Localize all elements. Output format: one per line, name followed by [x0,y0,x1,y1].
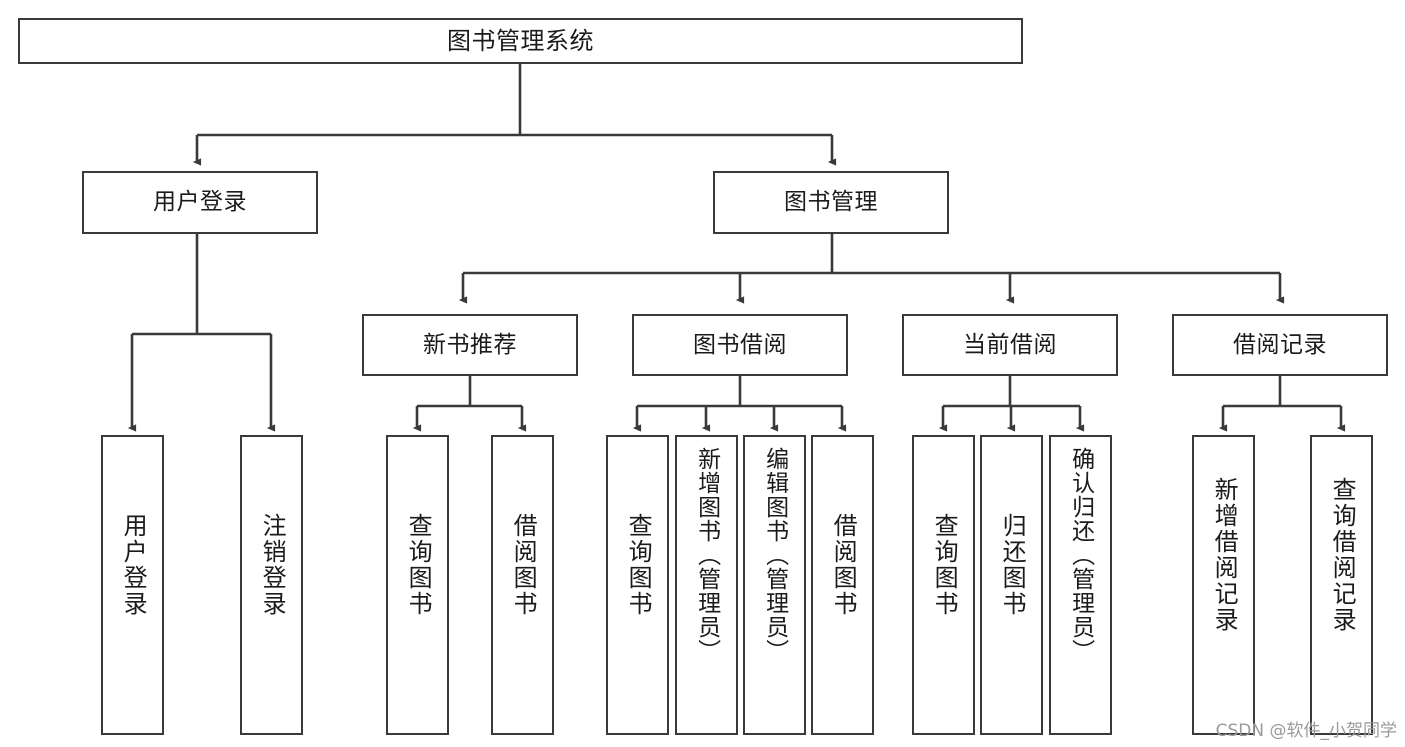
node-label: 当前借阅 [963,331,1057,358]
node-label: 编辑图书（管理员） [761,447,788,663]
node-label: 借阅图书 [509,513,538,617]
node-label: 图书管理系统 [447,27,594,55]
leaf-edit-book-admin[interactable]: 编辑图书（管理员） [743,435,806,735]
node-new-book-recommendation[interactable]: 新书推荐 [362,314,578,376]
node-label: 借阅图书 [829,513,858,617]
leaf-confirm-return-admin[interactable]: 确认归还（管理员） [1049,435,1112,735]
leaf-add-book-admin[interactable]: 新增图书（管理员） [675,435,738,735]
node-label: 新书推荐 [423,331,517,358]
node-label: 查询图书 [404,513,433,617]
node-label: 查询图书 [930,513,959,617]
leaf-return-book[interactable]: 归还图书 [980,435,1043,735]
node-label: 注销登录 [258,513,287,617]
node-label: 用户登录 [153,189,247,216]
node-label: 新增借阅记录 [1210,477,1239,633]
node-book-borrowing[interactable]: 图书借阅 [632,314,848,376]
node-label: 用户登录 [119,513,148,617]
leaf-add-borrow-record[interactable]: 新增借阅记录 [1192,435,1255,735]
leaf-borrow-book-recommend[interactable]: 借阅图书 [491,435,554,735]
node-current-borrowing[interactable]: 当前借阅 [902,314,1118,376]
node-label: 图书管理 [784,189,878,216]
leaf-query-book-borrow[interactable]: 查询图书 [606,435,669,735]
node-book-management[interactable]: 图书管理 [713,171,949,234]
leaf-query-borrow-record[interactable]: 查询借阅记录 [1310,435,1373,735]
node-borrowing-record[interactable]: 借阅记录 [1172,314,1388,376]
node-label: 确认归还（管理员） [1067,447,1094,663]
node-label: 图书借阅 [693,331,787,358]
node-label: 新增图书（管理员） [693,447,720,663]
leaf-borrow-book-borrow[interactable]: 借阅图书 [811,435,874,735]
leaf-query-book-current[interactable]: 查询图书 [912,435,975,735]
watermark-text: CSDN @软件_小贺同学 [1215,721,1397,741]
leaf-user-login[interactable]: 用户登录 [101,435,164,735]
node-label: 查询图书 [624,513,653,617]
node-label: 借阅记录 [1233,331,1327,358]
leaf-logout[interactable]: 注销登录 [240,435,303,735]
node-label: 查询借阅记录 [1328,477,1357,633]
leaf-query-book-recommend[interactable]: 查询图书 [386,435,449,735]
node-root-system[interactable]: 图书管理系统 [18,18,1023,64]
node-label: 归还图书 [998,513,1027,617]
node-user-login[interactable]: 用户登录 [82,171,318,234]
